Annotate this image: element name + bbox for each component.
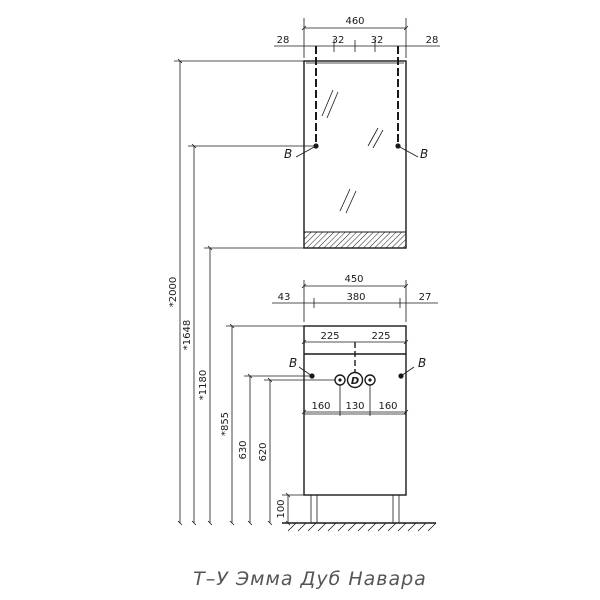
dim-630-value: 630	[238, 440, 249, 459]
cabinet-side-right: 27	[419, 292, 432, 303]
height-dimensions: *2000 *1648 *1180 *855 630 620 100	[168, 58, 335, 526]
floor	[282, 522, 437, 532]
cabinet-side-left: 43	[278, 292, 291, 303]
mirror-part-1: 28	[277, 35, 290, 46]
dim-855-value: *855	[220, 412, 231, 436]
cabinet-mount-label-left: B	[289, 356, 297, 370]
drain-label: D	[351, 376, 359, 387]
mirror-reflection-marks	[321, 89, 384, 214]
cabinet-width-value: 450	[344, 274, 363, 285]
product-caption: Т–У Эмма Дуб Навара	[193, 568, 427, 590]
pipe-spacing-mid: 130	[345, 401, 364, 412]
mirror-mount-label-right: B	[420, 147, 428, 161]
cabinet-half-right: 225	[371, 331, 390, 342]
drain-outlet	[346, 371, 364, 389]
mirror-part-3: 32	[371, 35, 384, 46]
cabinet-mount-label-right: B	[418, 356, 426, 370]
cabinet-half-left: 225	[320, 331, 339, 342]
pipe-spacing-right: 160	[378, 401, 397, 412]
dim-100-value: 100	[276, 499, 287, 518]
cabinet-inner-value: 380	[346, 292, 365, 303]
dim-620-value: 620	[258, 442, 269, 461]
pipe-spacing-left: 160	[311, 401, 330, 412]
mirror-part-4: 28	[426, 35, 439, 46]
dim-2000-value: *2000	[168, 277, 179, 307]
dim-1180-value: *1180	[198, 370, 209, 400]
mirror-light-strip	[303, 231, 407, 249]
cabinet-leg-right	[392, 494, 400, 524]
cabinet-leg-left	[310, 494, 318, 524]
mirror-mount-label-left: B	[284, 147, 292, 161]
mirror: B B 460 28 32 32 28	[274, 16, 440, 249]
dim-1648-value: *1648	[182, 320, 193, 350]
mirror-width-value: 460	[345, 16, 364, 27]
cabinet: D B B 450 43 380 27 225 225 160 130 160	[272, 274, 438, 524]
mirror-part-2: 32	[332, 35, 345, 46]
mirror-frame	[303, 60, 407, 249]
